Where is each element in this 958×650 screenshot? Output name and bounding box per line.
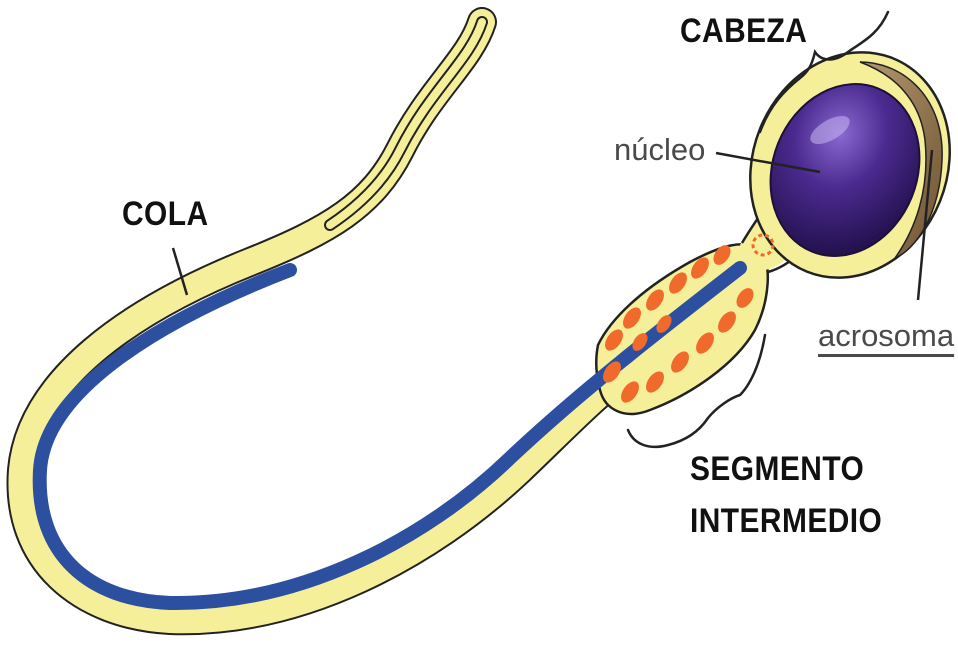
acrosoma-label: acrosoma [818,318,954,354]
segmento-label-line1: SEGMENTO [690,450,864,489]
cabeza-label: CABEZA [680,12,807,51]
cola-label: COLA [122,195,209,234]
segmento-label-line2: INTERMEDIO [690,502,882,541]
tail-membrane [21,22,635,620]
nucleo-label: núcleo [614,132,705,168]
